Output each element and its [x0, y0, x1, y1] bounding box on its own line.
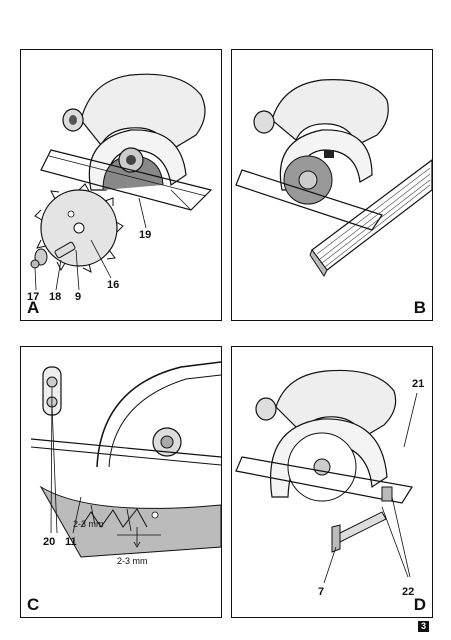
panel-c: 20 11 2-3 mm 2-3 mm C	[20, 346, 222, 618]
callout-7: 7	[318, 586, 325, 598]
saw-with-fence-drawing	[235, 79, 433, 277]
callout-19: 19	[139, 229, 152, 241]
dimension-label-2: 2-3 mm	[117, 556, 148, 566]
panel-letter-d: D	[413, 595, 426, 614]
panel-letter-b: B	[413, 298, 426, 317]
callout-21: 21	[412, 378, 425, 390]
panel-a: 19 17 18 9 16 A	[20, 49, 222, 321]
callout-16: 16	[107, 279, 120, 291]
parallel-fence-drawing	[235, 369, 418, 584]
callout-20: 20	[43, 536, 56, 548]
page-number: 3	[418, 621, 429, 632]
panel-letter-a: A	[27, 298, 40, 317]
callout-22: 22	[402, 586, 415, 598]
callout-9: 9	[75, 291, 82, 303]
callout-17: 17	[27, 291, 40, 303]
dimension-label-1: 2-3 mm	[73, 519, 104, 529]
depth-adjustment-detail-drawing	[30, 361, 222, 558]
callout-18: 18	[49, 291, 62, 303]
panel-d: 21 7 22 D	[231, 346, 433, 618]
panel-letter-c: C	[27, 595, 40, 614]
callout-11: 11	[65, 536, 77, 548]
panel-b: B	[231, 49, 433, 321]
circular-saw-assembly-drawing	[30, 73, 213, 291]
